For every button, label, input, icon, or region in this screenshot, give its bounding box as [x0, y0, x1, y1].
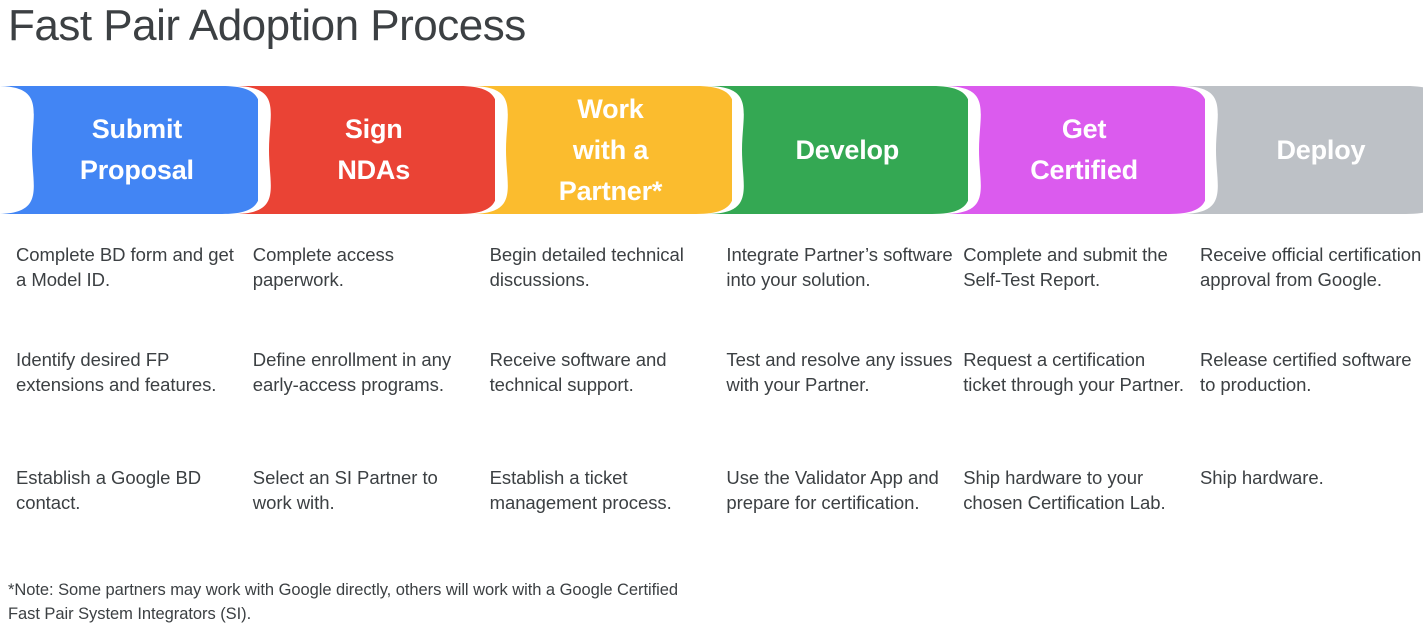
stage-bullet: Complete access paperwork.	[252, 244, 394, 290]
stage-label-line: Deploy	[1276, 134, 1366, 165]
stage-label-line: Partner*	[558, 175, 663, 206]
stage-bullet: Ship hardware.	[1200, 467, 1324, 488]
stage-chevron-develop[interactable]: Develop	[706, 86, 969, 214]
stage-bullet: Complete and submit the Self-Test Report…	[963, 244, 1168, 290]
stage-bullet: Use the Validator App and prepare for ce…	[726, 467, 939, 513]
chevron-shape-work-with-a-partner	[469, 86, 732, 214]
stage-label-line: NDAs	[337, 155, 411, 185]
footnote-note: *Note: Some partners may work with Googl…	[8, 581, 679, 623]
stage-bullet: Identify desired FP extensions and featu…	[16, 349, 217, 395]
stage-label-line: Proposal	[79, 155, 194, 185]
stage-label-line: Sign	[344, 114, 403, 144]
stage-bullet: Integrate Partner’s software into your s…	[726, 244, 953, 290]
stage-bullet: Select an SI Partner to work with.	[252, 467, 438, 513]
stage-label-line: with a	[572, 134, 649, 165]
stage-bullet: Receive official certification approval …	[1200, 244, 1422, 290]
stage-detail-columns: Complete BD form and get a Model ID. Iden…	[0, 236, 1423, 566]
stage-label-line: Submit	[91, 114, 183, 144]
stage-bullet: Receive software and technical support.	[489, 349, 667, 395]
chevron-shape-submit-proposal	[0, 86, 258, 214]
stage-label-line: Get	[1061, 114, 1107, 144]
stage-label-work-with-a-partner: Work with a Partner*	[489, 89, 731, 212]
stage-label-develop: Develop	[726, 130, 968, 171]
stage-chevron-work-with-a-partner[interactable]: Work with a Partner*	[469, 86, 732, 214]
page-title: Fast Pair Adoption Process	[8, 1, 526, 50]
stage-bullet: Define enrollment in any early-access pr…	[252, 349, 452, 395]
stage-label-line: Develop	[795, 134, 900, 165]
stage-bullet: Release certified software to production…	[1200, 349, 1412, 395]
chevron-shape-get-certified	[943, 86, 1206, 214]
chevron-shape-deploy	[1180, 86, 1423, 214]
stage-label-line: Certified	[1030, 155, 1138, 185]
stage-label-deploy: Deploy	[1200, 130, 1423, 171]
stage-chevron-deploy[interactable]: Deploy	[1180, 86, 1423, 214]
chevron-shape-sign-ndas	[232, 86, 495, 214]
stage-bullet: Ship hardware to your chosen Certificati…	[963, 467, 1166, 513]
stage-bullet: Complete BD form and get a Model ID.	[16, 244, 234, 290]
stage-bullet: Begin detailed technical discussions.	[489, 244, 684, 290]
stage-bullet: Test and resolve any issues with your Pa…	[726, 349, 953, 395]
stage-bullet: Establish a Google BD contact.	[16, 467, 202, 513]
stage-bullet: Establish a ticket management process.	[489, 467, 672, 513]
chevron-shape-develop	[706, 86, 969, 214]
stage-bullet: Request a certification ticket through y…	[963, 349, 1184, 395]
stage-label-line: Work	[577, 93, 644, 124]
